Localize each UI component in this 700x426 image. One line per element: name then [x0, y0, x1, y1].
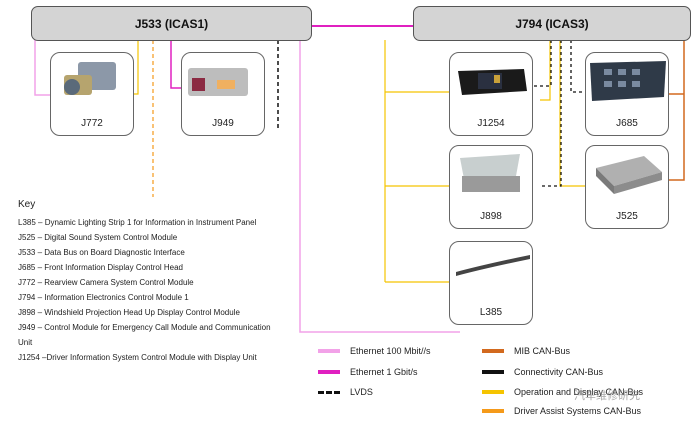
- device-j949-label: J949: [212, 118, 234, 129]
- key-item: L385 – Dynamic Lighting Strip 1 for Info…: [18, 218, 257, 227]
- legend-label: LVDS: [350, 387, 373, 397]
- device-j525[interactable]: J525: [585, 145, 669, 229]
- legend-swatch: [482, 409, 504, 413]
- controller-j533[interactable]: J533 (ICAS1): [31, 6, 312, 41]
- legend-label: Ethernet 1 Gbit/s: [350, 367, 418, 377]
- device-j772[interactable]: J772: [50, 52, 134, 136]
- legend-label: Connectivity CAN-Bus: [514, 367, 604, 377]
- key-item: J533 – Data Bus on Board Diagnostic Inte…: [18, 248, 185, 257]
- device-j898[interactable]: J898: [449, 145, 533, 229]
- legend-swatch: [482, 349, 504, 353]
- device-j1254-label: J1254: [477, 118, 505, 129]
- device-l385[interactable]: L385: [449, 241, 533, 325]
- controller-j794-label: J794 (ICAS3): [515, 16, 589, 31]
- device-j685[interactable]: J685: [585, 52, 669, 136]
- key-item: J1254 –Driver Information System Control…: [18, 353, 257, 362]
- camera-module-icon: [64, 62, 116, 95]
- controller-j794[interactable]: J794 (ICAS3): [413, 6, 691, 41]
- legend-connectivity-can: Connectivity CAN-Bus: [482, 366, 603, 378]
- device-j772-label: J772: [81, 118, 103, 129]
- key-item-continuation: Unit: [18, 338, 33, 347]
- key-item: J525 – Digital Sound System Control Modu…: [18, 233, 178, 242]
- key-title: Key: [18, 199, 36, 210]
- key-item: J685 – Front Information Display Control…: [18, 263, 183, 272]
- legend-label: Operation and Display CAN-Bus: [514, 387, 644, 397]
- legend-swatch: [318, 370, 340, 374]
- legend-driver-assist-can: Driver Assist Systems CAN-Bus: [482, 405, 641, 417]
- legend-operation-can: Operation and Display CAN-Bus: [482, 386, 643, 398]
- legend-ethernet-1g: Ethernet 1 Gbit/s: [318, 366, 418, 378]
- controller-j533-label: J533 (ICAS1): [134, 16, 209, 31]
- key-item: J794 – Information Electronics Control M…: [18, 293, 189, 302]
- key-item: J898 – Windshield Projection Head Up Dis…: [18, 308, 240, 317]
- legend-ethernet-100: Ethernet 100 Mbit//s: [318, 345, 431, 357]
- key-item: J772 – Rearview Camera System Control Mo…: [18, 278, 194, 287]
- legend-mib-can: MIB CAN-Bus: [482, 345, 570, 357]
- device-l385-label: L385: [479, 307, 503, 318]
- device-j949[interactable]: J949: [181, 52, 265, 136]
- legend-lvds: LVDS: [318, 386, 373, 398]
- device-j898-label: J898: [480, 211, 502, 222]
- legend-swatch: [482, 370, 504, 374]
- key-item: J949 – Control Module for Emergency Call…: [18, 323, 271, 332]
- legend-swatch: [318, 390, 340, 394]
- head-up-display-icon: [460, 154, 520, 192]
- watermark-text: 汽车维修研究: [574, 390, 640, 402]
- sound-amplifier-icon: [596, 156, 662, 194]
- legend-swatch: [318, 349, 340, 353]
- legend-label: Driver Assist Systems CAN-Bus: [514, 406, 642, 416]
- legend-label: Ethernet 100 Mbit//s: [350, 346, 431, 356]
- legend-swatch: [482, 390, 504, 394]
- key-list: L385 – Dynamic Lighting Strip 1 for Info…: [18, 215, 298, 365]
- legend-label: MIB CAN-Bus: [514, 346, 571, 356]
- device-j1254[interactable]: J1254: [449, 52, 533, 136]
- lighting-strip-icon: [456, 255, 530, 276]
- device-j525-label: J525: [616, 211, 638, 222]
- infotainment-display-icon: [590, 61, 666, 101]
- driver-display-icon: [458, 69, 527, 95]
- device-j685-label: J685: [616, 118, 638, 129]
- emergency-call-module-icon: [188, 68, 248, 96]
